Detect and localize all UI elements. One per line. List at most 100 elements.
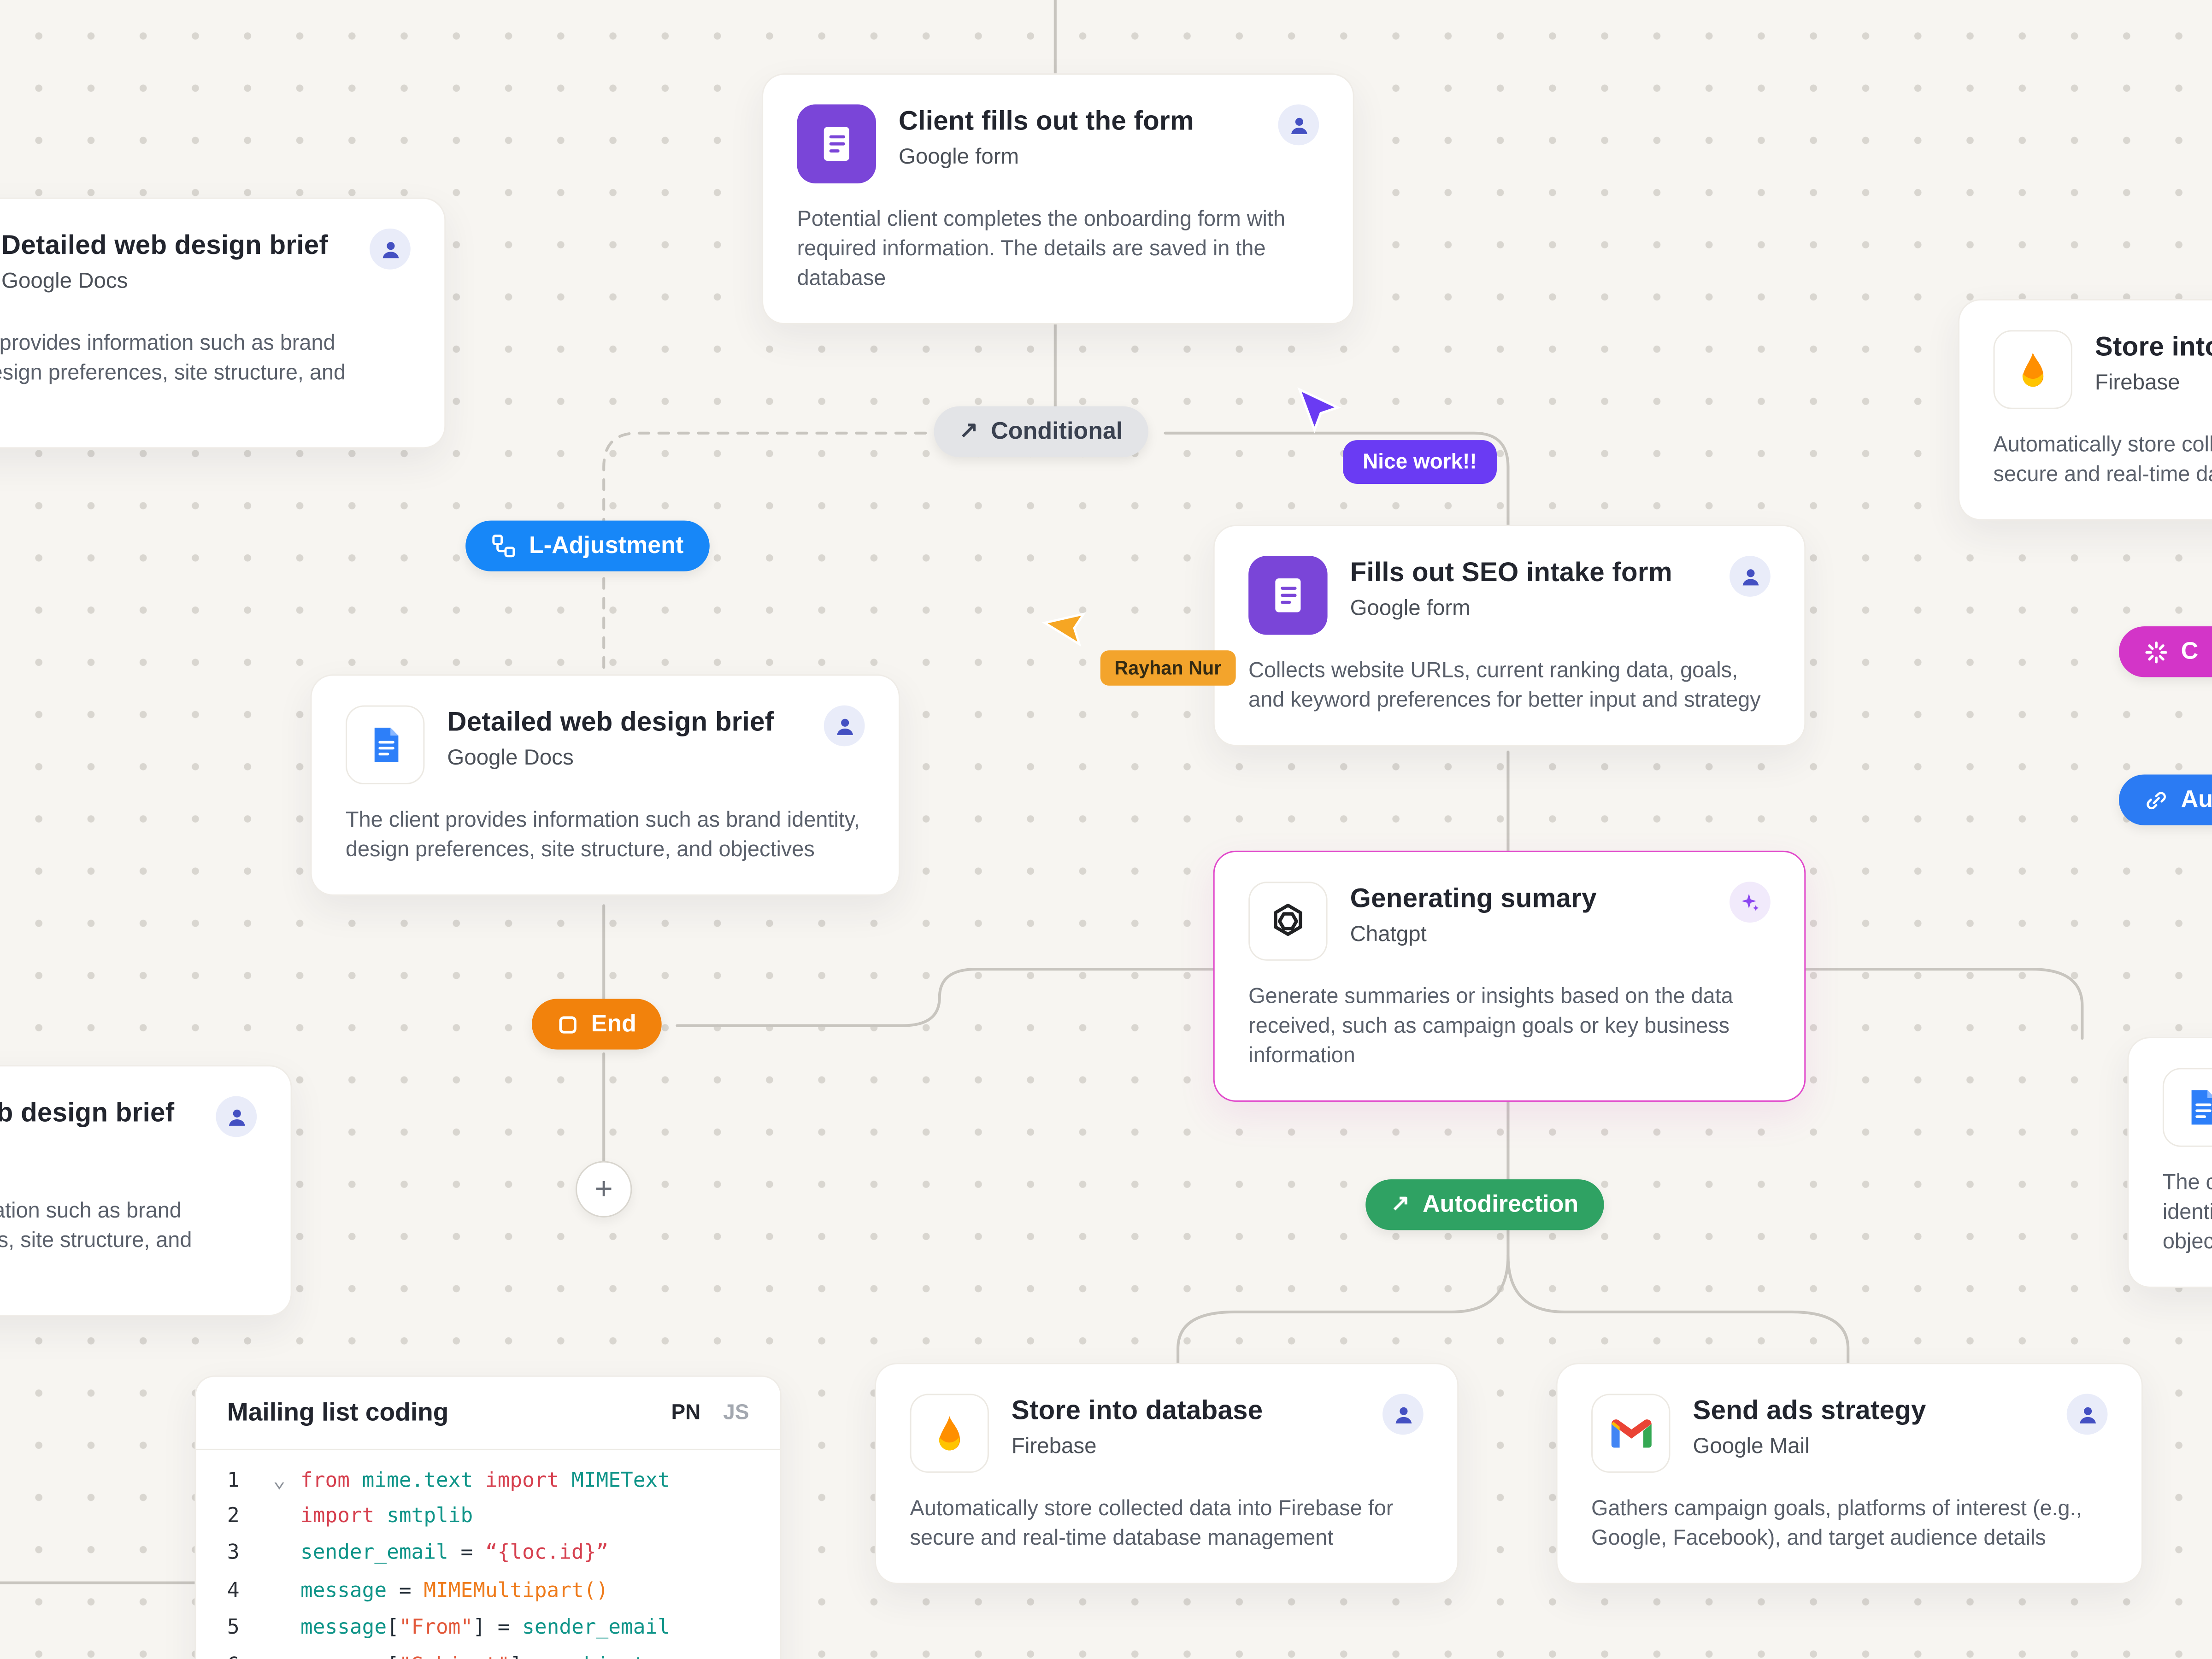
- node-subtitle: Google form: [1350, 596, 1471, 621]
- code-line: 2 import smtplib: [218, 1505, 757, 1542]
- node-description: The client provides information such as …: [0, 1199, 192, 1253]
- node-description: The client provides information such as …: [345, 808, 860, 862]
- assignee-badge: [824, 705, 865, 747]
- firebase-icon: [910, 1394, 989, 1473]
- firebase-icon: [1993, 330, 2072, 409]
- node-subtitle: Google form: [898, 145, 1019, 170]
- conditional-label[interactable]: ↗ Conditional: [934, 406, 1148, 457]
- node-description: Gathers campaign goals, platforms of int…: [1591, 1496, 2082, 1551]
- badge-pn: PN: [671, 1400, 701, 1425]
- node-design-brief-top-left[interactable]: Detailed web design brief Google Docs Th…: [0, 197, 446, 449]
- line-number: 3: [227, 1541, 240, 1565]
- google-docs-icon: [345, 705, 425, 785]
- auto-link-pill-text: Au: [2181, 786, 2212, 813]
- code-text: from mime.text import MIMEText: [300, 1470, 670, 1493]
- auto-link-pill[interactable]: Au: [2118, 774, 2212, 825]
- code-line: 1 ⌄ from mime.text import MIMEText: [218, 1467, 757, 1505]
- end-label-text: End: [591, 1010, 636, 1037]
- add-node-button[interactable]: +: [575, 1161, 632, 1218]
- node-description: Automatically store collected data into …: [910, 1496, 1394, 1551]
- collaborator-cursor-purple: [1295, 387, 1343, 441]
- node-subtitle: Google Docs: [0, 1137, 193, 1162]
- line-number: 1: [227, 1470, 240, 1493]
- google-form-icon: [1248, 556, 1328, 635]
- node-subtitle: Firebase: [2094, 371, 2180, 395]
- assignee-badge: [370, 228, 411, 270]
- connect-pill-text: C: [2181, 637, 2199, 665]
- gmail-icon: [1591, 1394, 1671, 1473]
- node-title: Store into database: [2094, 333, 2212, 363]
- autodirection-label[interactable]: ↗ Autodirection: [1365, 1179, 1604, 1230]
- code-text: import smtplib: [300, 1504, 473, 1527]
- node-description: Collects website URLs, current ranking d…: [1248, 659, 1761, 713]
- link-icon: [2144, 788, 2168, 812]
- line-number: 6: [218, 1654, 258, 1659]
- line-number: 4: [227, 1579, 240, 1602]
- stop-square-icon: [557, 1013, 578, 1035]
- assignee-badge: [2066, 1394, 2108, 1435]
- node-design-brief-right[interactable]: Detailed web design brief Google Docs Th…: [2127, 1036, 2212, 1288]
- node-seo-intake-form[interactable]: Fills out SEO intake form Google form Co…: [1213, 524, 1806, 747]
- node-title: Detailed web design brief: [1, 231, 329, 261]
- node-description: The client provides information such as …: [2162, 1171, 2212, 1255]
- node-design-brief-bottom-left[interactable]: Detailed web design brief Google Docs Th…: [0, 1065, 292, 1317]
- code-line: 5 message["From"] = sender_email: [218, 1617, 757, 1654]
- node-subtitle: Firebase: [1011, 1435, 1097, 1459]
- node-title: Store into database: [1011, 1396, 1263, 1426]
- cursor-label-nice-work: Nice work!!: [1343, 440, 1497, 484]
- google-form-icon: [797, 104, 877, 183]
- node-title: Send ads strategy: [1693, 1396, 1926, 1426]
- node-design-brief[interactable]: Detailed web design brief Google Docs Th…: [310, 674, 900, 896]
- code-body: 1 ⌄ from mime.text import MIMEText 2 import …: [196, 1450, 780, 1659]
- sparkle-badge: [1730, 882, 1771, 923]
- plus-icon: +: [594, 1171, 613, 1206]
- node-title: Generating sumary: [1350, 884, 1597, 914]
- node-subtitle: Google Docs: [447, 746, 574, 771]
- node-generating-summary[interactable]: Generating sumary Chatgpt Generate summa…: [1213, 850, 1806, 1102]
- code-line: 6 message["Subject"] = subject: [218, 1654, 757, 1659]
- node-description: Automatically store collected data into …: [1993, 433, 2212, 487]
- node-title: Client fills out the form: [898, 107, 1194, 137]
- assignee-badge: [216, 1096, 257, 1137]
- code-node-mailing-list[interactable]: Mailing list coding PN JS 1 ⌄ from mime.te…: [194, 1375, 782, 1659]
- chatgpt-icon: [1248, 882, 1328, 961]
- connect-pill[interactable]: C: [2118, 626, 2212, 677]
- badge-js[interactable]: JS: [723, 1400, 749, 1425]
- line-number: 2: [227, 1504, 240, 1527]
- assignee-badge: [1382, 1394, 1424, 1435]
- node-title: Detailed web design brief: [447, 708, 774, 738]
- conditional-label-text: Conditional: [991, 418, 1123, 445]
- node-subtitle: Chatgpt: [1350, 923, 1427, 947]
- collaborator-cursor-orange: [1040, 595, 1107, 665]
- code-text: message["Subject"] = subject: [300, 1654, 645, 1659]
- node-store-database-top-right[interactable]: Store into database Firebase Automatical…: [1958, 299, 2212, 521]
- l-adjustment-label[interactable]: L-Adjustment: [465, 520, 709, 571]
- spinner-asterisk-icon: [2144, 640, 2168, 664]
- node-store-database[interactable]: Store into database Firebase Automatical…: [874, 1363, 1459, 1585]
- node-description: The client provides information such as …: [0, 331, 346, 386]
- code-card-title: Mailing list coding: [227, 1398, 449, 1426]
- assignee-badge: [1730, 556, 1771, 597]
- workflow-nodes-icon: [491, 533, 516, 559]
- node-description: Potential client completes the onboardin…: [797, 207, 1286, 291]
- assignee-badge: [1278, 104, 1319, 146]
- node-subtitle: Google Docs: [1, 269, 128, 294]
- diagonal-arrow-icon: ↗: [1391, 1192, 1410, 1216]
- line-number: 5: [227, 1617, 240, 1640]
- diagonal-arrow-icon: ↗: [959, 419, 978, 443]
- autodirection-label-text: Autodirection: [1422, 1190, 1579, 1218]
- l-adjustment-label-text: L-Adjustment: [529, 532, 684, 559]
- node-description: Generate summaries or insights based on …: [1248, 984, 1733, 1069]
- node-send-ads-strategy[interactable]: Send ads strategy Google Mail Gathers ca…: [1556, 1363, 2143, 1585]
- fold-chevron-icon[interactable]: ⌄: [273, 1467, 286, 1493]
- node-subtitle: Google Mail: [1693, 1435, 1810, 1459]
- node-title: Detailed web design brief: [0, 1099, 175, 1129]
- google-docs-icon: [2162, 1068, 2212, 1147]
- node-title: Fills out SEO intake form: [1350, 559, 1672, 588]
- node-client-form[interactable]: Client fills out the form Google form Po…: [762, 73, 1354, 325]
- code-text: message["From"] = sender_email: [300, 1617, 670, 1640]
- end-label[interactable]: End: [532, 999, 662, 1050]
